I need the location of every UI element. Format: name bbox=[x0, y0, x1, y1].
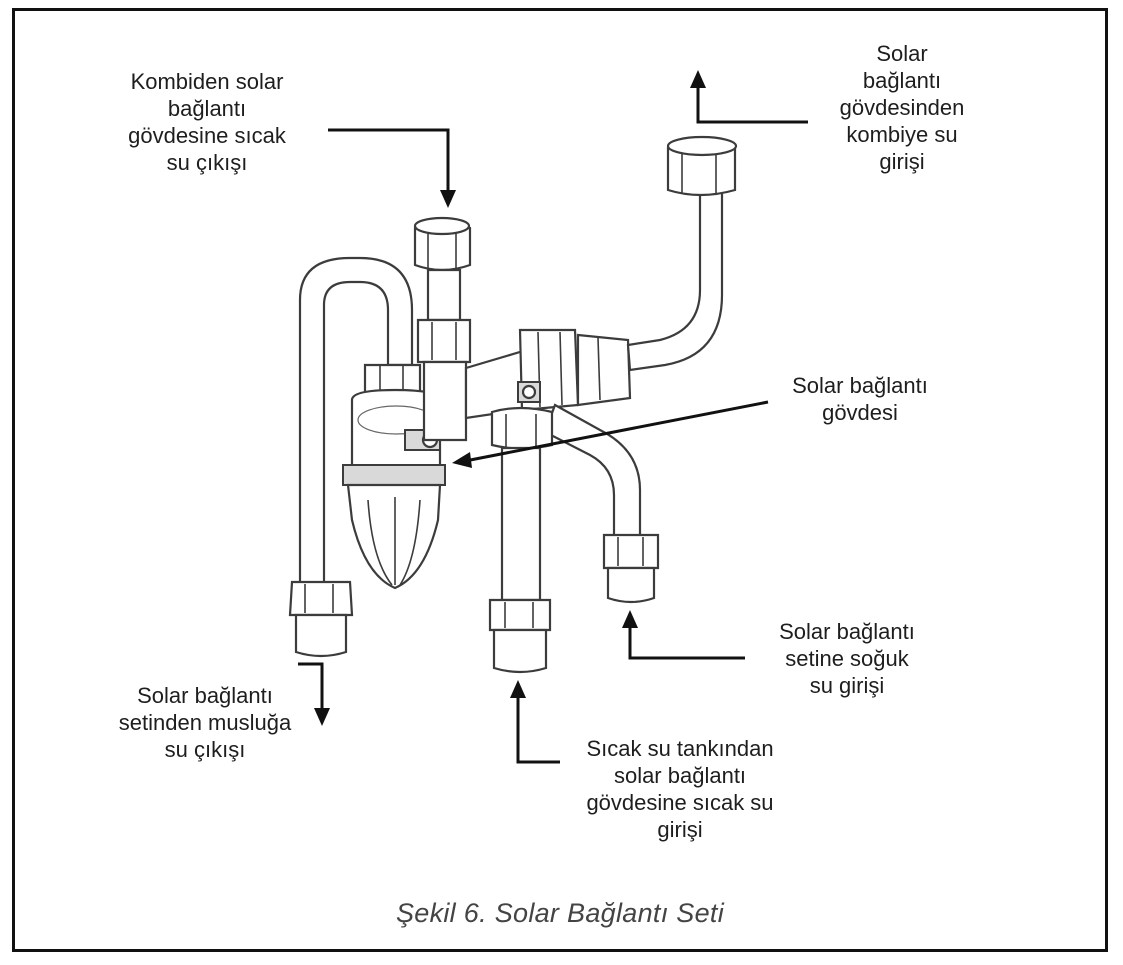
arrow-diagonal-icon bbox=[452, 452, 472, 468]
left-valve-body bbox=[342, 363, 446, 590]
arrow-up-icon bbox=[690, 70, 706, 88]
arrow-down-icon bbox=[440, 190, 456, 208]
arrow-kombiye-giris bbox=[690, 70, 808, 124]
arrow-musluga-cikis bbox=[298, 662, 330, 726]
figure-frame bbox=[12, 8, 1108, 952]
arrow-govde bbox=[452, 400, 769, 468]
label-tank-giris: Sıcak su tankından solar bağlantı gövdes… bbox=[586, 736, 774, 842]
label-soguk-giris: Solar bağlantı setine soğuk su girişi bbox=[779, 619, 915, 698]
horizontal-body bbox=[464, 328, 632, 420]
label-kombiden-cikis: Kombiden solar bağlantı gövdesine sıcak … bbox=[128, 69, 286, 175]
right-lower-pipe bbox=[543, 403, 660, 604]
arrow-down-icon bbox=[314, 708, 330, 726]
arrow-up-icon bbox=[510, 680, 526, 698]
left-u-tube bbox=[288, 256, 414, 658]
label-kombiye-giris: Solar bağlantı gövdesinden kombiye su gi… bbox=[839, 41, 965, 174]
label-govde: Solar bağlantı gövdesi bbox=[792, 373, 928, 425]
arrow-soguk-giris bbox=[622, 610, 745, 660]
figure-caption: Şekil 6. Solar Bağlantı Seti bbox=[395, 898, 725, 928]
arrow-kombiden-cikis bbox=[328, 128, 456, 208]
arrow-up-icon bbox=[622, 610, 638, 628]
center-top-pipe bbox=[413, 216, 472, 442]
arrow-tank-giris bbox=[510, 680, 560, 764]
center-bottom-pipe bbox=[488, 406, 554, 674]
right-up-pipe bbox=[626, 135, 738, 372]
label-musluga-cikis: Solar bağlantı setinden musluğa su çıkış… bbox=[118, 683, 292, 762]
